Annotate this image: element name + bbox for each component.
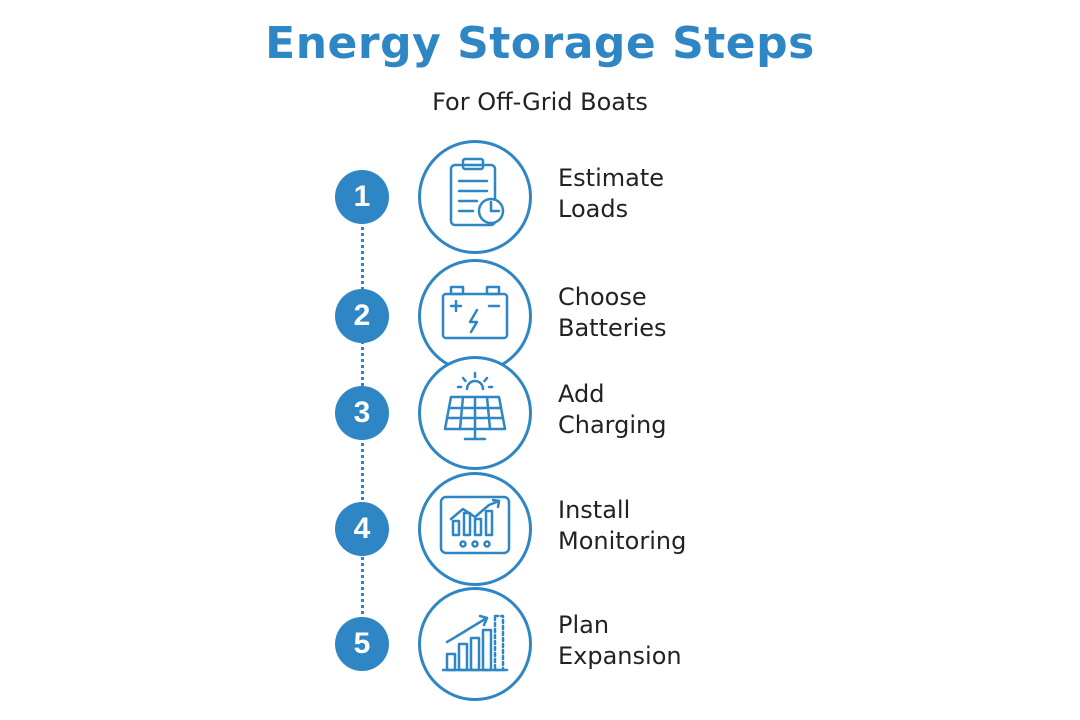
monitor-chart-icon (439, 495, 511, 555)
battery-icon (441, 285, 509, 340)
step-icon-circle (418, 587, 532, 701)
step-number-badge: 3 (335, 386, 389, 440)
step-icon-circle (418, 472, 532, 586)
step-label: Add Charging (558, 380, 667, 439)
step-label: Estimate Loads (558, 164, 665, 223)
solar-panel-icon (443, 371, 507, 441)
step-label: Plan Expansion (558, 611, 682, 670)
step-4: 4 Install Monitoring (0, 469, 1080, 589)
step-label: Install Monitoring (558, 496, 687, 555)
page-subtitle: For Off-Grid Boats (432, 88, 648, 116)
page-title: Energy Storage Steps (265, 18, 815, 69)
step-icon-circle (418, 356, 532, 470)
step-number-badge: 1 (335, 170, 389, 224)
step-icon-circle (418, 259, 532, 373)
step-2: 2 Choose Batteries (0, 256, 1080, 376)
step-label: Choose Batteries (558, 283, 667, 342)
step-number-badge: 5 (335, 617, 389, 671)
step-icon-circle (418, 140, 532, 254)
step-1: 1 Estimate Loads (0, 137, 1080, 257)
growth-chart-icon (441, 614, 509, 672)
step-5: 5 Plan Expansion (0, 584, 1080, 704)
clipboard-clock-icon (449, 157, 505, 227)
step-3: 3 Add Charging (0, 353, 1080, 473)
step-number-badge: 4 (335, 502, 389, 556)
step-number-badge: 2 (335, 289, 389, 343)
